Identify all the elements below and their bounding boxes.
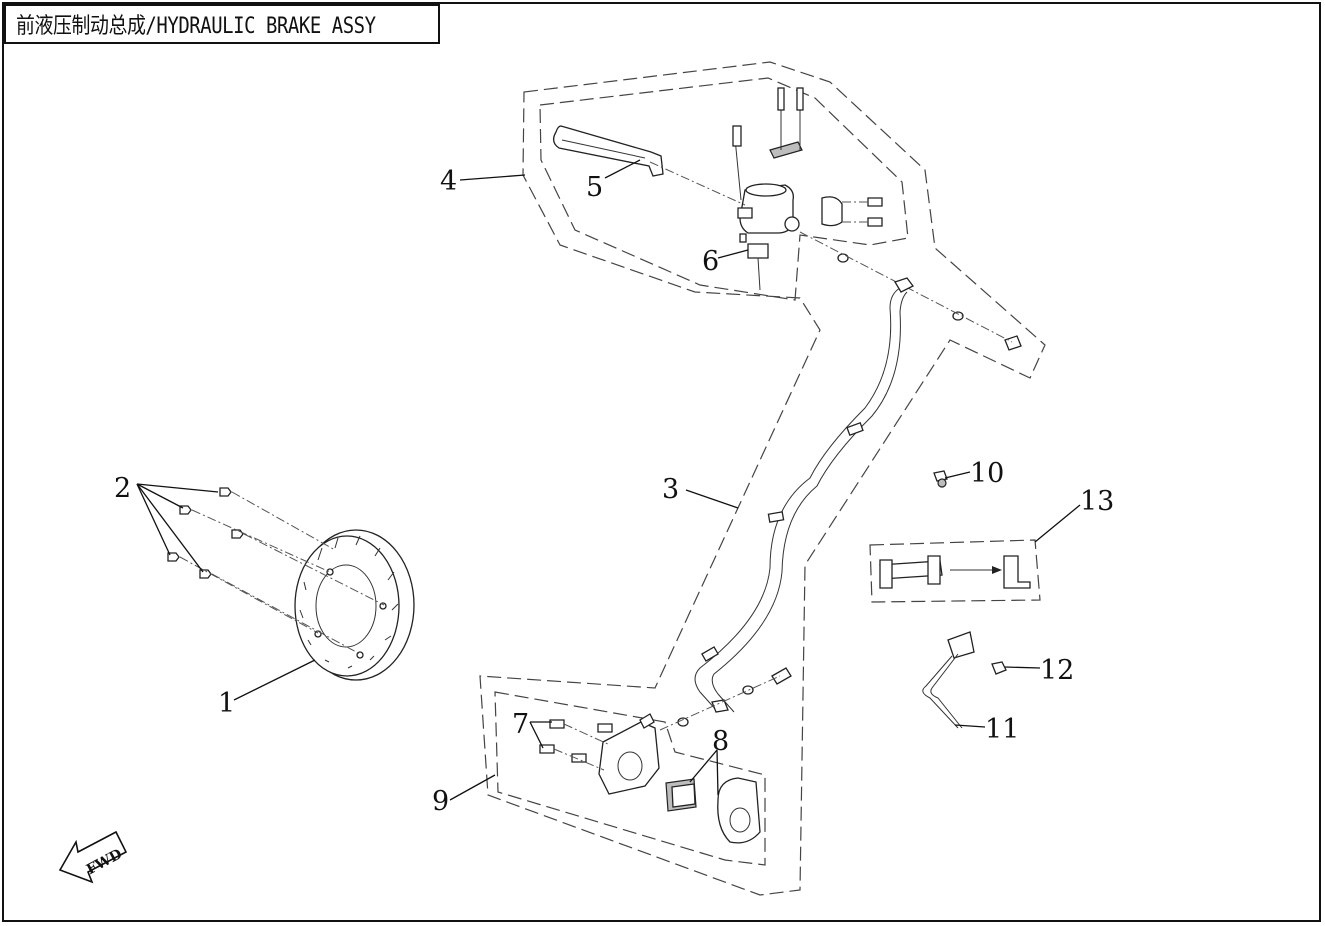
brake-pads [665, 778, 697, 812]
banjo-bolt-lower [659, 667, 792, 731]
banjo-bolt-upper [799, 231, 1022, 351]
master-cylinder [649, 87, 883, 234]
hose-guide [879, 555, 1031, 589]
callout-13: 13 [1080, 486, 1114, 517]
group-outline-inner-4 [539, 77, 909, 301]
callout-11: 11 [985, 714, 1019, 745]
diagram-title: 前液压制动总成/HYDRAULIC BRAKE ASSY [16, 14, 376, 39]
brake-hose [694, 277, 914, 713]
callout-9: 9 [432, 786, 449, 817]
callout-4: 4 [440, 166, 457, 197]
brake-lever [552, 125, 664, 177]
callout-10: 10 [970, 458, 1004, 489]
fwd-arrow: FWD [58, 830, 128, 884]
callout-3: 3 [662, 474, 679, 505]
disc-bolts [167, 487, 385, 655]
callout-1: 1 [218, 688, 235, 719]
group-outline-guide [869, 539, 1041, 603]
callout-2: 2 [114, 473, 131, 504]
callout-7: 7 [512, 709, 529, 740]
screw-10 [933, 470, 948, 488]
brake-disc [294, 529, 415, 681]
group-outline-caliper [494, 691, 766, 866]
group-outline-master-cylinder [479, 61, 1046, 896]
brake-switch [739, 233, 769, 291]
callout-12: 12 [1040, 655, 1074, 686]
callout-5: 5 [586, 172, 603, 203]
callout-6: 6 [702, 246, 719, 277]
hose-bracket [922, 631, 1007, 729]
caliper-bolts [539, 719, 613, 771]
leader-lines [136, 159, 1081, 801]
title-box: 前液压制动总成/HYDRAULIC BRAKE ASSY [4, 4, 440, 44]
callout-8: 8 [712, 726, 729, 757]
brake-caliper [598, 713, 761, 844]
